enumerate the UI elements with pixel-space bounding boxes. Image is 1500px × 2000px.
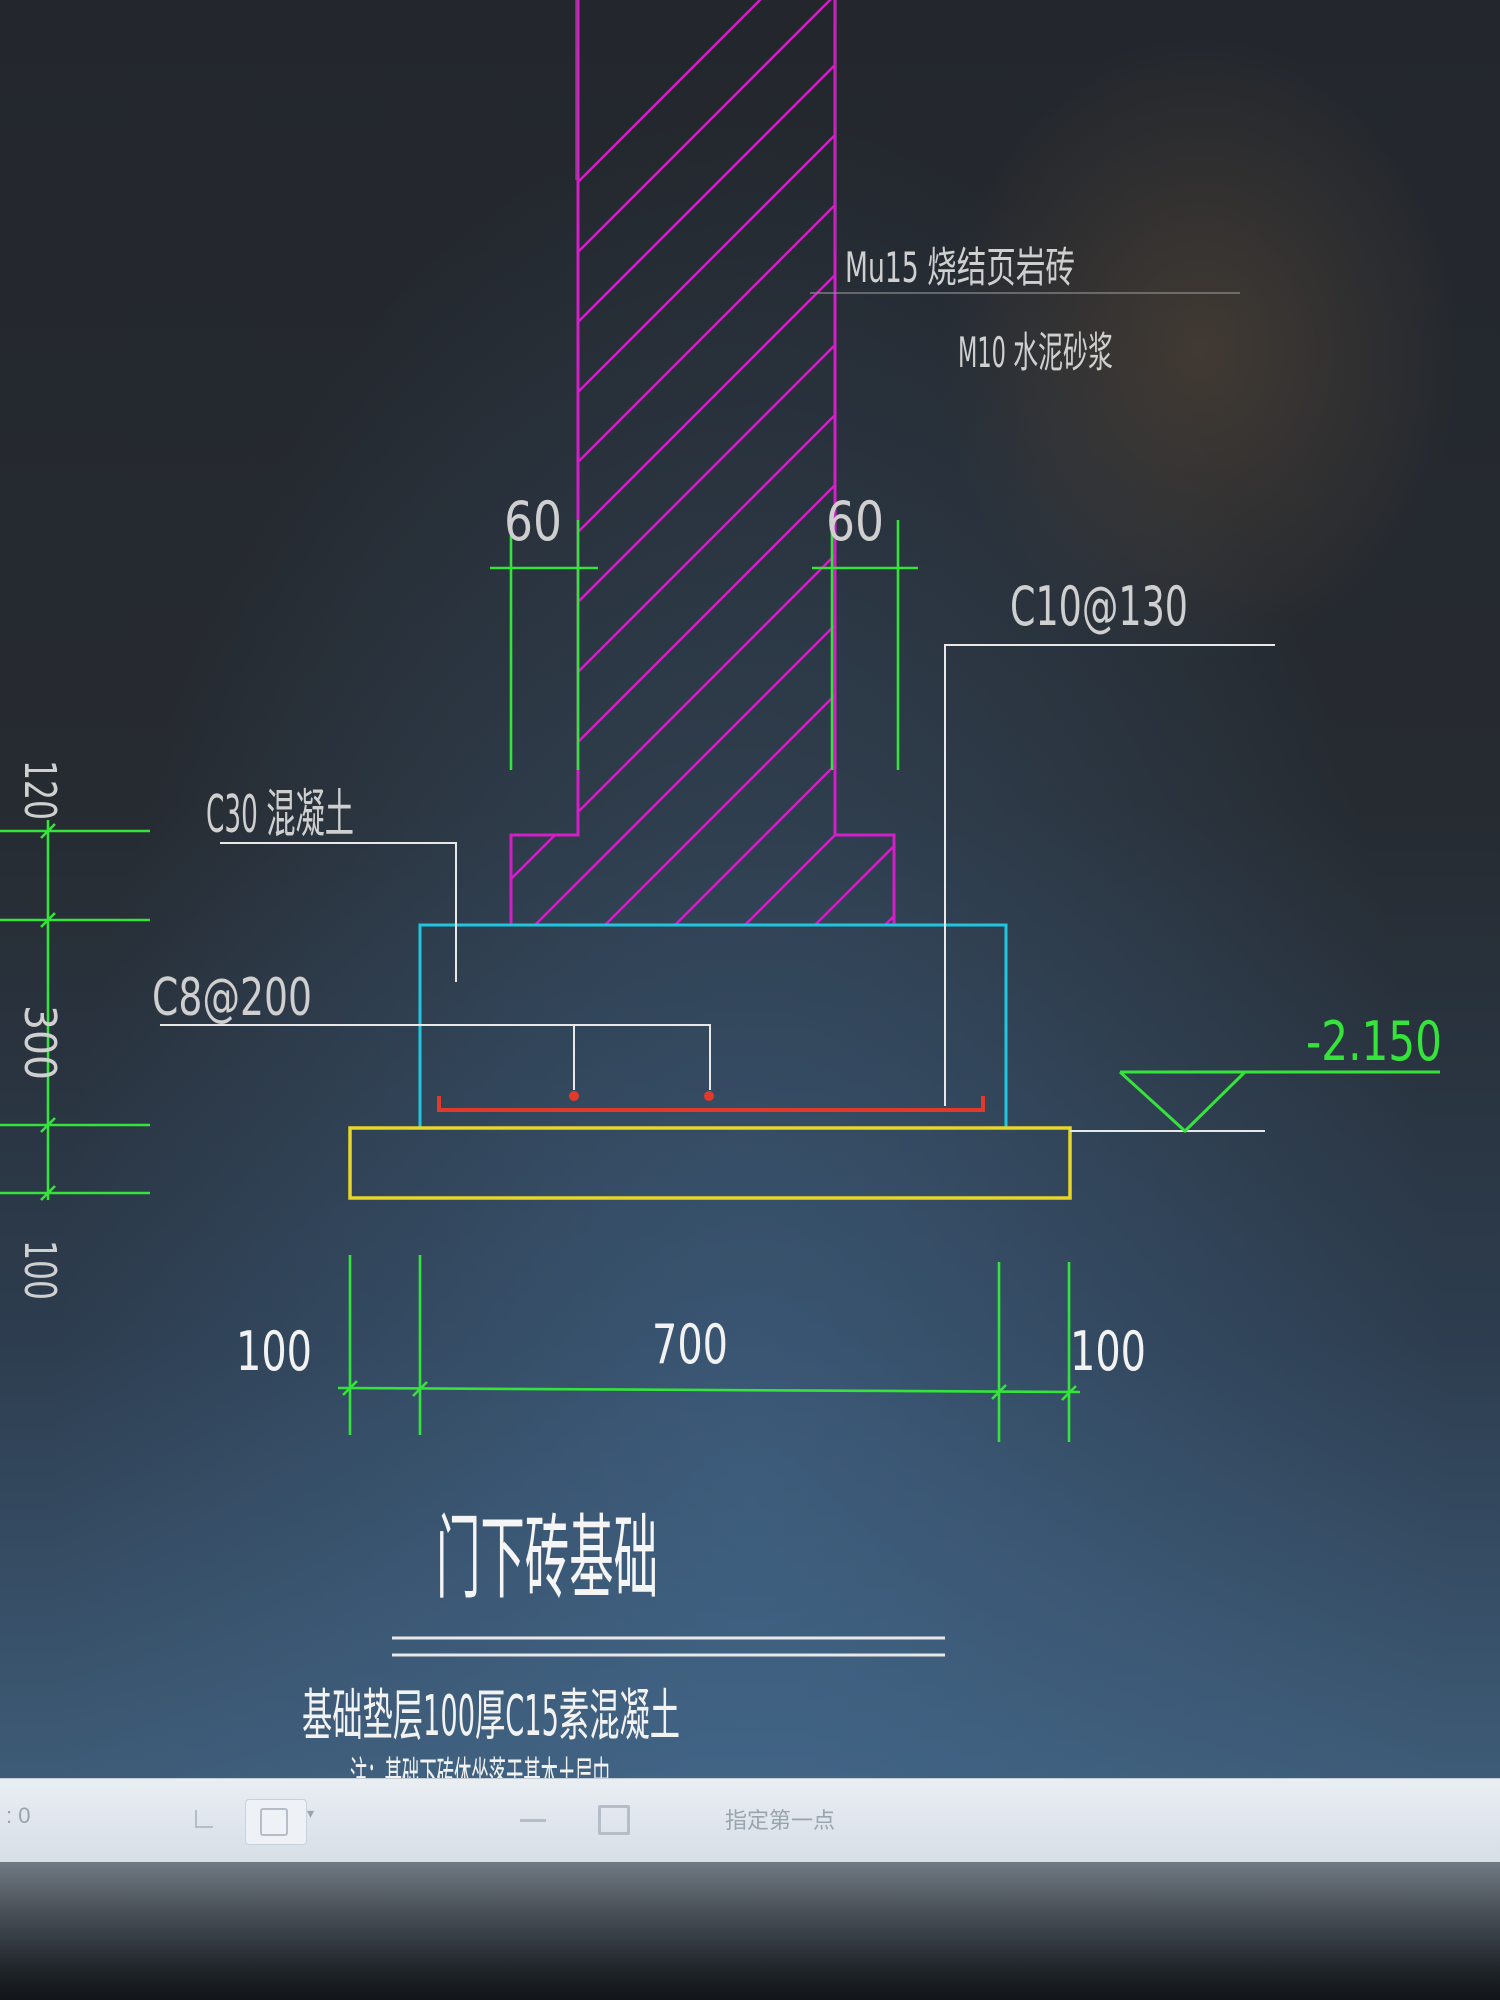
title-underline <box>392 1636 945 1657</box>
dropdown-icon[interactable]: ▾ <box>307 1805 315 1821</box>
cad-drawing: Mu15 烧结页岩砖 M10 水泥砂浆 60 60 C10@130 C30 混凝… <box>0 0 1442 1790</box>
ortho-icon <box>195 1810 213 1828</box>
ortho-toggle-button[interactable] <box>180 1799 242 1845</box>
drawing-title: 门下砖基础 <box>436 1505 658 1612</box>
brick-spec-label: Mu15 烧结页岩砖 <box>845 243 1075 292</box>
concrete-spec-label: C30 混凝土 <box>206 785 354 845</box>
coordinate-readout: : 0 <box>6 1803 31 1828</box>
dimension-lines <box>0 520 1081 1442</box>
side-dim-a: 120 <box>14 760 65 820</box>
elevation-symbol <box>1118 1070 1440 1134</box>
pad-right-dim: 100 <box>1070 1320 1146 1383</box>
drawing-note-1: 基础垫层100厚C15素混凝土 <box>302 1684 680 1749</box>
rebar-dot <box>569 1091 579 1101</box>
rebar-dot <box>704 1091 714 1101</box>
snap-toggle-button[interactable] <box>245 1799 307 1845</box>
command-prompt[interactable]: 指定第一点 <box>725 1808 836 1833</box>
grid-toggle-button[interactable] <box>598 1805 630 1835</box>
elevation-label: -2.150 <box>1306 1010 1442 1073</box>
pad-left-dim: 100 <box>236 1320 312 1383</box>
brick-wall <box>509 0 896 927</box>
snap-icon <box>260 1808 288 1836</box>
monitor-bezel <box>0 1862 1500 2000</box>
cad-screen: Mu15 烧结页岩砖 M10 水泥砂浆 60 60 C10@130 C30 混凝… <box>0 0 1500 1790</box>
rebar-dist-label: C8@200 <box>152 968 312 1028</box>
status-bar: : 0 ▾ 指定第一点 <box>0 1778 1500 1863</box>
rebar-main-label: C10@130 <box>1010 575 1188 638</box>
side-dim-b: 300 <box>14 1005 65 1080</box>
base-width-dim: 700 <box>652 1313 728 1376</box>
side-dim-c: 100 <box>14 1240 65 1300</box>
leader-lines <box>160 292 1275 1132</box>
cushion-layer <box>348 1126 1072 1200</box>
osnap-icon[interactable] <box>520 1809 546 1822</box>
offset-left-dim: 60 <box>504 490 562 553</box>
mortar-spec-label: M10 水泥砂浆 <box>958 328 1113 377</box>
rebar-main <box>437 1096 985 1112</box>
offset-right-dim: 60 <box>826 490 884 553</box>
